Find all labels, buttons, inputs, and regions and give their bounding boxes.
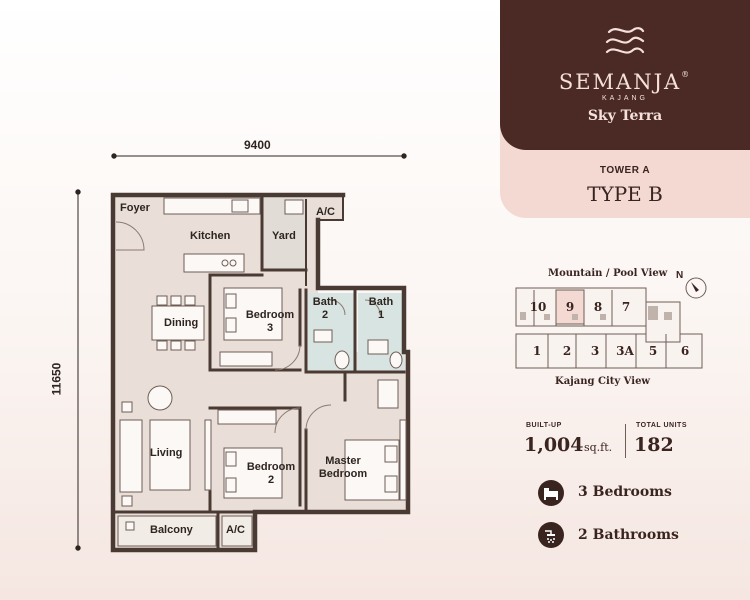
key-unit-top-1: 10 [529,300,547,314]
room-label-ac-bottom: A/C [226,524,245,536]
total-units-label: TOTAL UNITS [636,422,687,429]
unit-type: TYPE B [587,182,663,206]
bed-furniture-master [344,379,407,501]
built-up-unit: sq.ft. [584,441,613,454]
key-unit-bottom-3: 3 [590,344,600,358]
key-unit-bottom-4: 3A [616,344,634,358]
brand-header: SEMANJA® KAJANG Sky Terra [500,0,750,150]
room-label-master-name: Master [325,455,361,467]
key-unit-top-4: 7 [621,300,631,314]
brand-logo-icon [605,27,645,54]
bathrooms-count: 2 Bathrooms [578,527,679,543]
room-label-yard: Yard [272,230,296,242]
living-furniture [119,385,191,507]
room-label-bedroom2-number: 2 [267,474,275,486]
bedrooms-count: 3 Bedrooms [578,484,672,500]
key-unit-bottom-5: 5 [648,344,658,358]
key-plan-bottom-label: Kajang City View [555,376,651,387]
kitchen-counter [163,197,304,273]
key-unit-bottom-1: 1 [532,344,542,358]
room-label-bath2-name: Bath [312,296,338,308]
built-up-value: 1,004 [524,434,584,456]
dimension-height-line [75,189,81,551]
project-name: Sky Terra [587,108,663,124]
room-label-kitchen: Kitchen [190,230,231,242]
room-label-bath1-name: Bath [368,296,394,308]
brand-registered-mark: ® [681,70,692,79]
bed-furniture-2 [204,409,283,499]
key-unit-top-3: 8 [593,300,603,314]
built-up-label: BUILT-UP [526,422,562,429]
room-label-bedroom3: Bedroom 3 [245,309,295,334]
room-label-balcony: Balcony [150,524,193,536]
key-plan-top-label: Mountain / Pool View [548,268,668,279]
brand-location: KAJANG [601,95,648,102]
door-swings [115,221,381,434]
dining-table [151,295,205,351]
stats-divider [625,424,626,458]
shower-icon [538,522,564,548]
key-unit-top-2: 9 [565,300,575,314]
north-label: N [676,270,684,281]
key-unit-highlight [555,289,585,325]
total-units-value: 182 [634,434,674,456]
room-label-living: Living [150,447,183,459]
room-label-foyer: Foyer [120,202,150,214]
room-label-bedroom2-name: Bedroom [246,461,296,473]
room-label-master-type: Bedroom [318,468,368,480]
balcony-railing [117,515,253,547]
bed-furniture-3 [219,287,283,367]
brand-wordmark: SEMANJA® [500,70,750,94]
bath-fixtures [313,329,403,370]
room-label-bath2-number: 2 [321,309,329,321]
key-unit-bottom-2: 2 [562,344,572,358]
key-plan-diagram [515,287,703,369]
compass-icon [685,277,707,299]
room-label-dining: Dining [164,317,199,329]
brand-card: SEMANJA® KAJANG Sky Terra TOWER A TYPE B [500,0,750,218]
room-label-bath1-number: 1 [377,309,385,321]
key-unit-bottom-6: 6 [680,344,690,358]
room-label-ac-top: A/C [316,206,335,218]
dimension-height-label: 11650 [49,362,64,396]
tower-label: TOWER A [599,165,651,176]
brand-name: SEMANJA [558,70,682,94]
floor-plan [75,153,411,553]
dimension-width-label: 9400 [244,138,271,152]
dimension-width-line [111,153,407,159]
bed-icon [538,480,564,506]
